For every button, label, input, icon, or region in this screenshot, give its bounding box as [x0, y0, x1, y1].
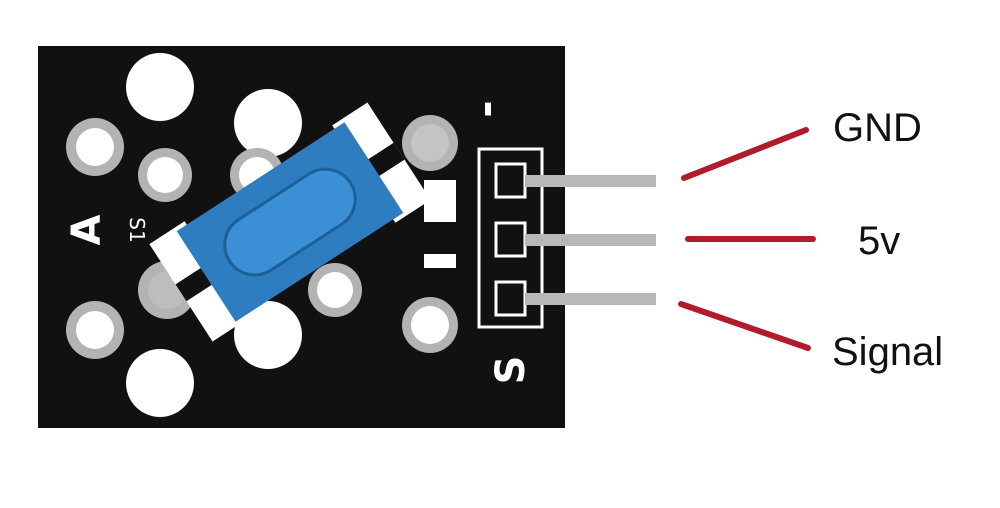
leader-line-gnd: [681, 127, 809, 181]
pin-label-signal: Signal: [832, 330, 943, 374]
pin-wire-gnd: [525, 175, 656, 187]
tilt-switch-s1: [149, 102, 431, 342]
pin-pad-2: [494, 221, 527, 258]
silkscreen-label-a: A: [64, 214, 110, 245]
pin-wire-signal: [525, 293, 656, 305]
mounting-hole-bottom-center: [234, 301, 302, 369]
silkscreen-label-s1: S1: [125, 217, 149, 242]
mounting-hole-top: [126, 53, 194, 121]
resistor-r1-body: [424, 222, 456, 254]
pin-label-5v: 5v: [858, 219, 900, 263]
pin-wire-5v: [525, 234, 656, 246]
silkscreen-label-minus: -: [461, 100, 510, 117]
mounting-hole-top-center: [234, 89, 302, 157]
silkscreen-label-r1: R1: [430, 188, 451, 212]
pin-label-gnd: GND: [833, 106, 922, 150]
leader-line-signal: [678, 301, 811, 351]
silkscreen-label-s: S: [488, 356, 534, 385]
pin-pad-3: [494, 280, 527, 317]
pin-pad-1: [494, 162, 527, 199]
mounting-hole-bottom: [126, 349, 194, 417]
